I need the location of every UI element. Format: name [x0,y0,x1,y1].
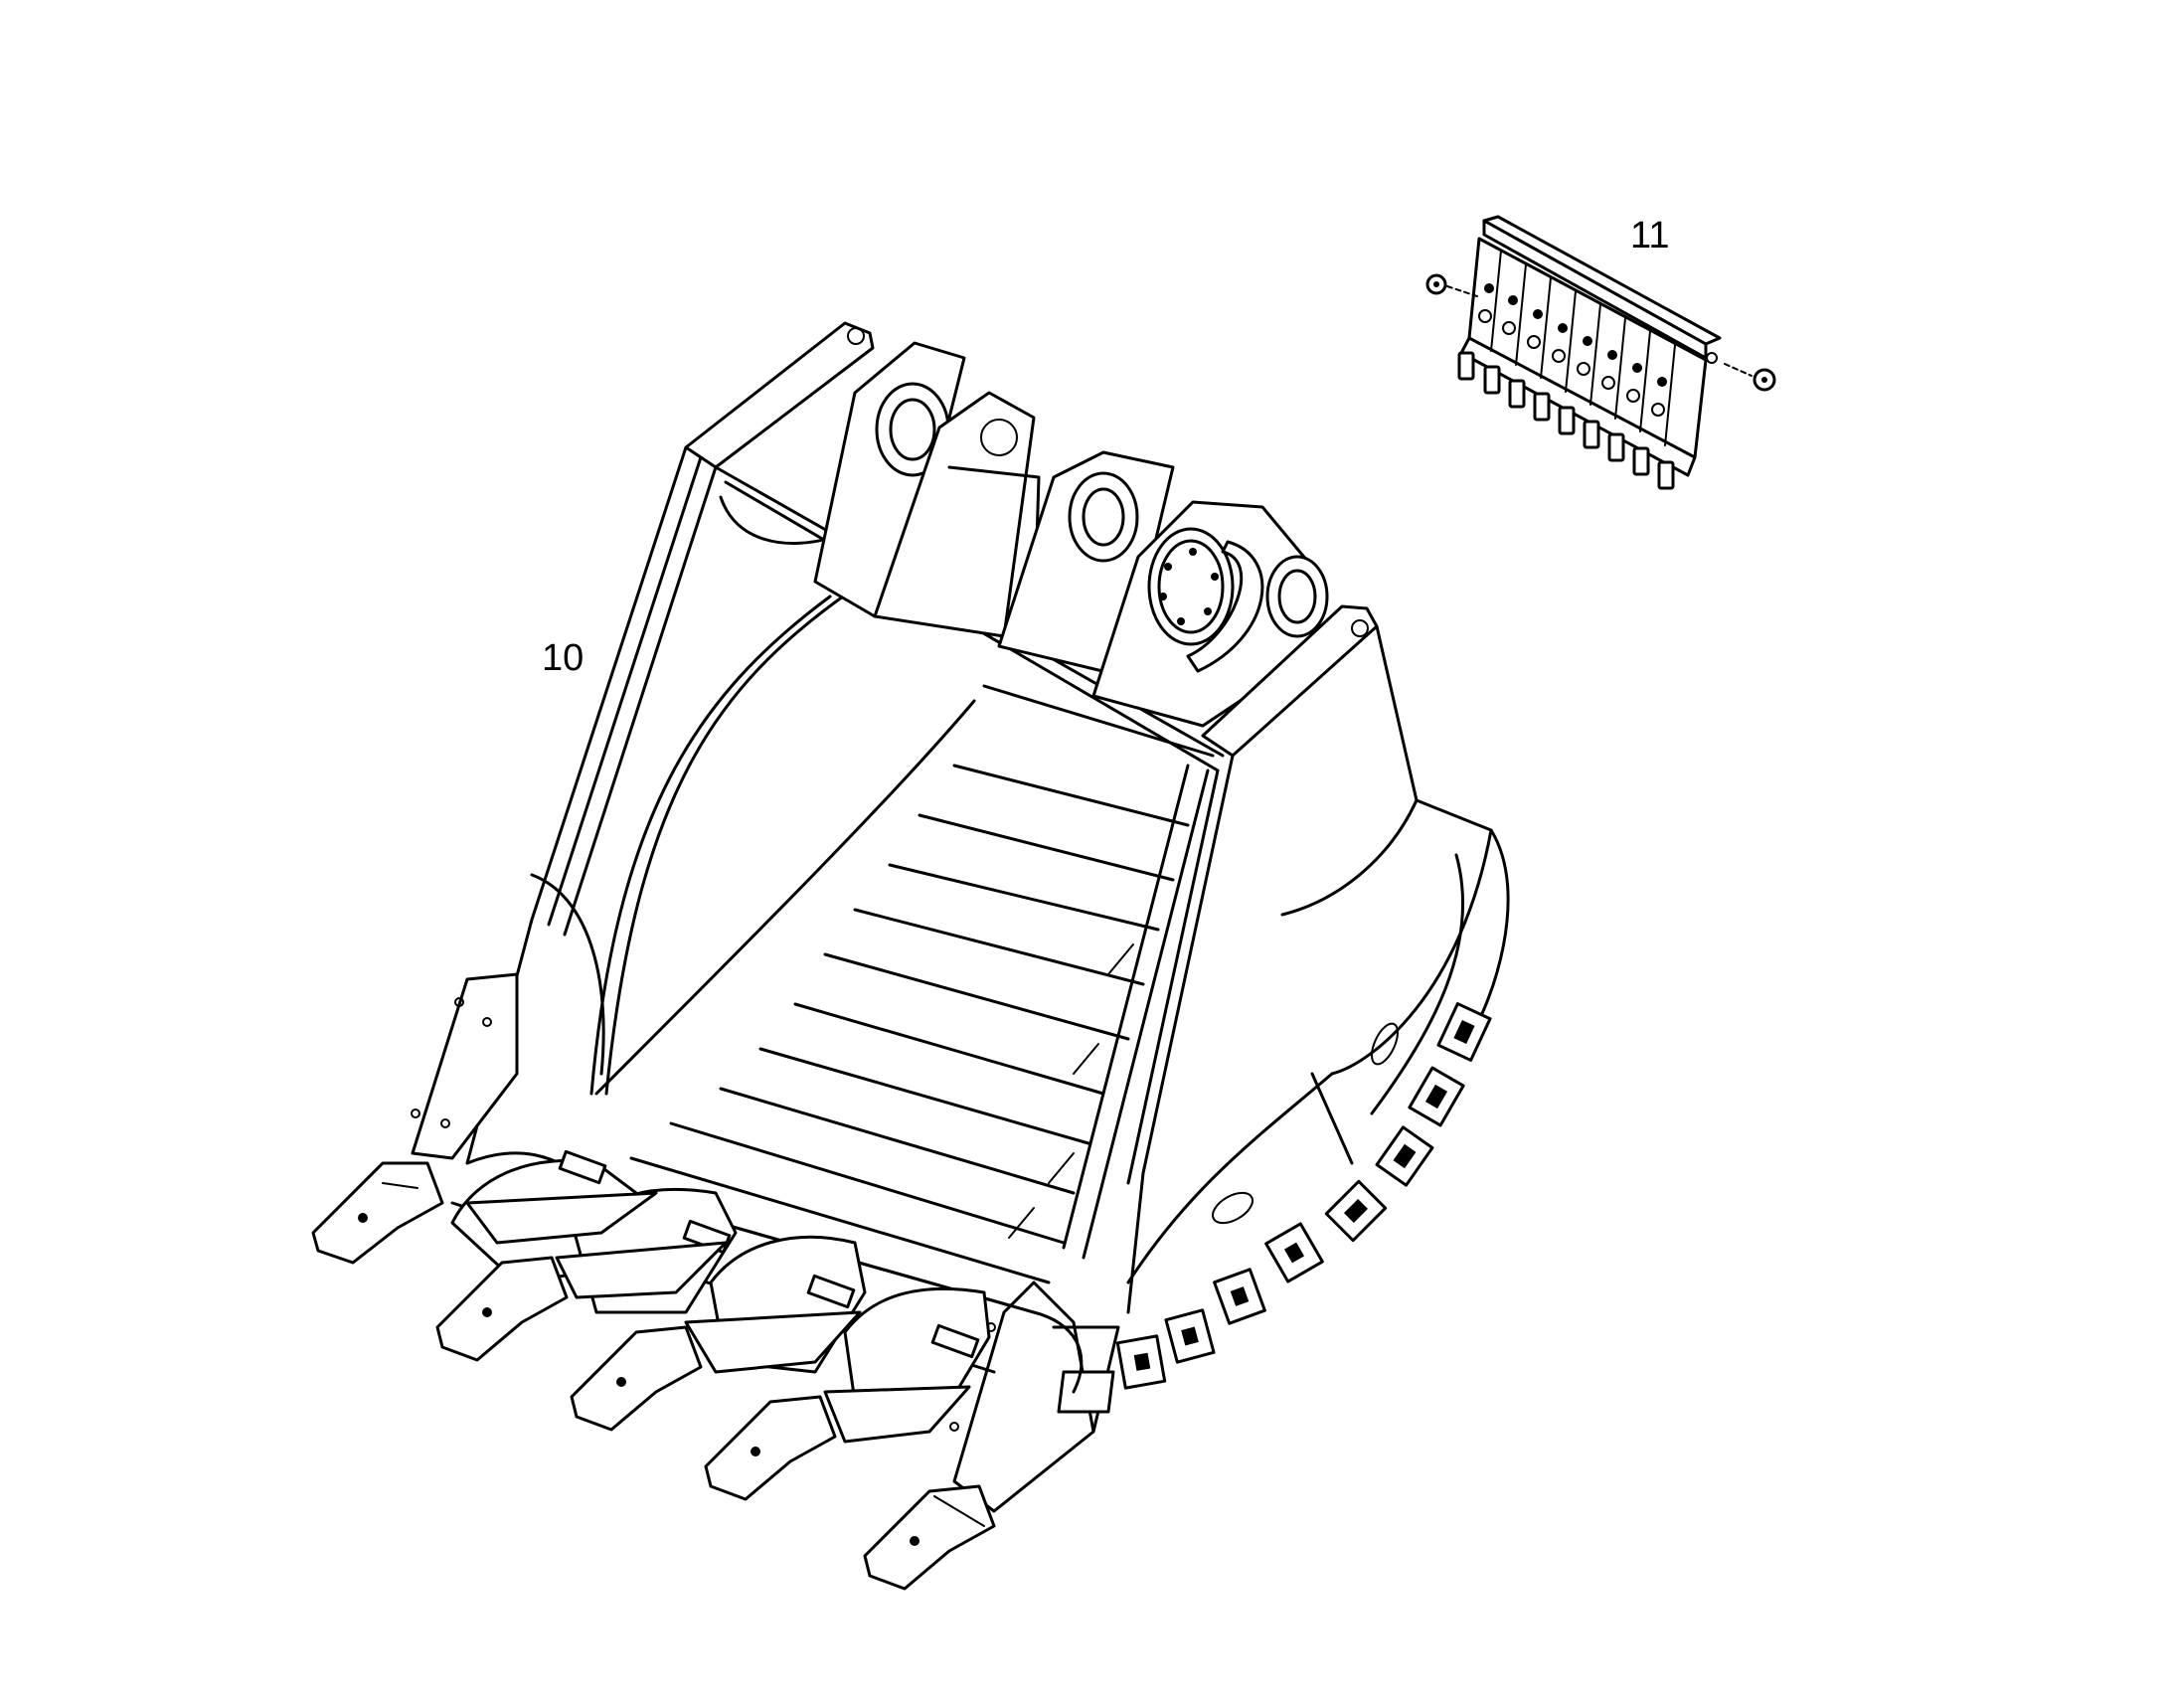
callout-label-11: 11 [1630,215,1670,256]
callout-label-10: 10 [542,637,585,679]
lubrication-distributor-block-icon [1425,215,1776,490]
excavator-bucket-icon [311,321,1510,1591]
